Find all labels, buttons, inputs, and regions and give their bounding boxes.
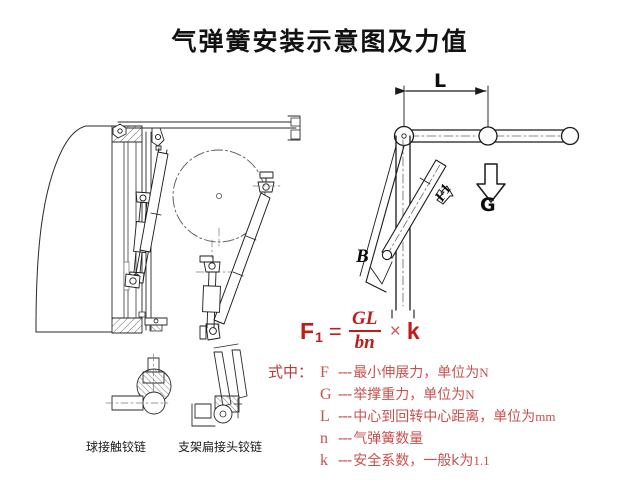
detail-flat-bracket [191, 343, 248, 427]
legend-symbol: k [320, 452, 328, 469]
legend-unit: N [479, 365, 489, 380]
formula-denominator: bn [354, 331, 375, 353]
legend-row: k ---安全系数，一般k为1.1 [268, 449, 555, 471]
caption-flat-bracket: 支架扁接头铰链 [178, 440, 263, 454]
formula-fraction-bar [348, 329, 381, 332]
legend-row: L ---中心到回转中心距离，单位为mm [268, 405, 555, 427]
formula-fraction: GL bn [348, 308, 381, 353]
force-label-G: G [480, 194, 496, 216]
legend-row: n ---气弹簧数量 [268, 427, 555, 449]
formula-factor-k: k [406, 318, 420, 345]
legend-row: 式中： F ---最小伸展力，单位为N [268, 361, 555, 383]
formula-equals: = [328, 318, 342, 344]
round-lid-assembly [172, 149, 281, 341]
caption-ball-joint: 球接触铰链 [86, 440, 147, 454]
legend-dash: --- [338, 451, 352, 469]
legend-dash: --- [338, 429, 352, 447]
legend-unit: mm [535, 409, 556, 424]
legend-dash: --- [338, 363, 352, 381]
gas-spring-left-angled [134, 147, 169, 282]
formula-legend: 式中：F---最小伸展力，单位为N G---举撑重力，单位为N L---中心到回… [268, 361, 555, 471]
formula-lhs: F [300, 318, 315, 345]
legend-dash: --- [338, 407, 352, 425]
angle-label-B: B [356, 246, 369, 267]
legend-row: G ---举撑重力，单位为N [268, 383, 555, 405]
legend-symbol: n [320, 430, 328, 447]
legend-text: 安全系数，一般k为 [353, 453, 474, 469]
formula-numerator: GL [352, 308, 378, 329]
legend-symbol: L [320, 408, 330, 425]
left-assembly-section [35, 115, 301, 334]
legend-prefix: 式中： [268, 363, 314, 381]
legend-text: 举撑重力，单位为 [353, 387, 466, 403]
legend-text: 中心到回转中心距离，单位为 [353, 409, 536, 425]
page-title: 气弹簧安装示意图及力值 [171, 27, 469, 56]
gas-spring-round-a [213, 192, 271, 325]
legend-text: 气弹簧数量 [353, 431, 424, 447]
legend-symbol: G [320, 386, 332, 403]
legend-unit: 1.1 [473, 453, 490, 468]
dimension-label-L: L [434, 70, 447, 92]
right-schematic [359, 85, 580, 319]
legend-dash: --- [338, 385, 352, 403]
detail-ball-joint [105, 353, 172, 415]
legend-unit: N [465, 387, 475, 402]
formula-times-sign: × [389, 321, 401, 343]
gas-spring-round-b [202, 271, 221, 329]
legend-text: 最小伸展力，单位为 [353, 365, 480, 381]
legend-symbol: F [320, 364, 329, 381]
formula-lhs-subscript: 1 [315, 328, 323, 345]
